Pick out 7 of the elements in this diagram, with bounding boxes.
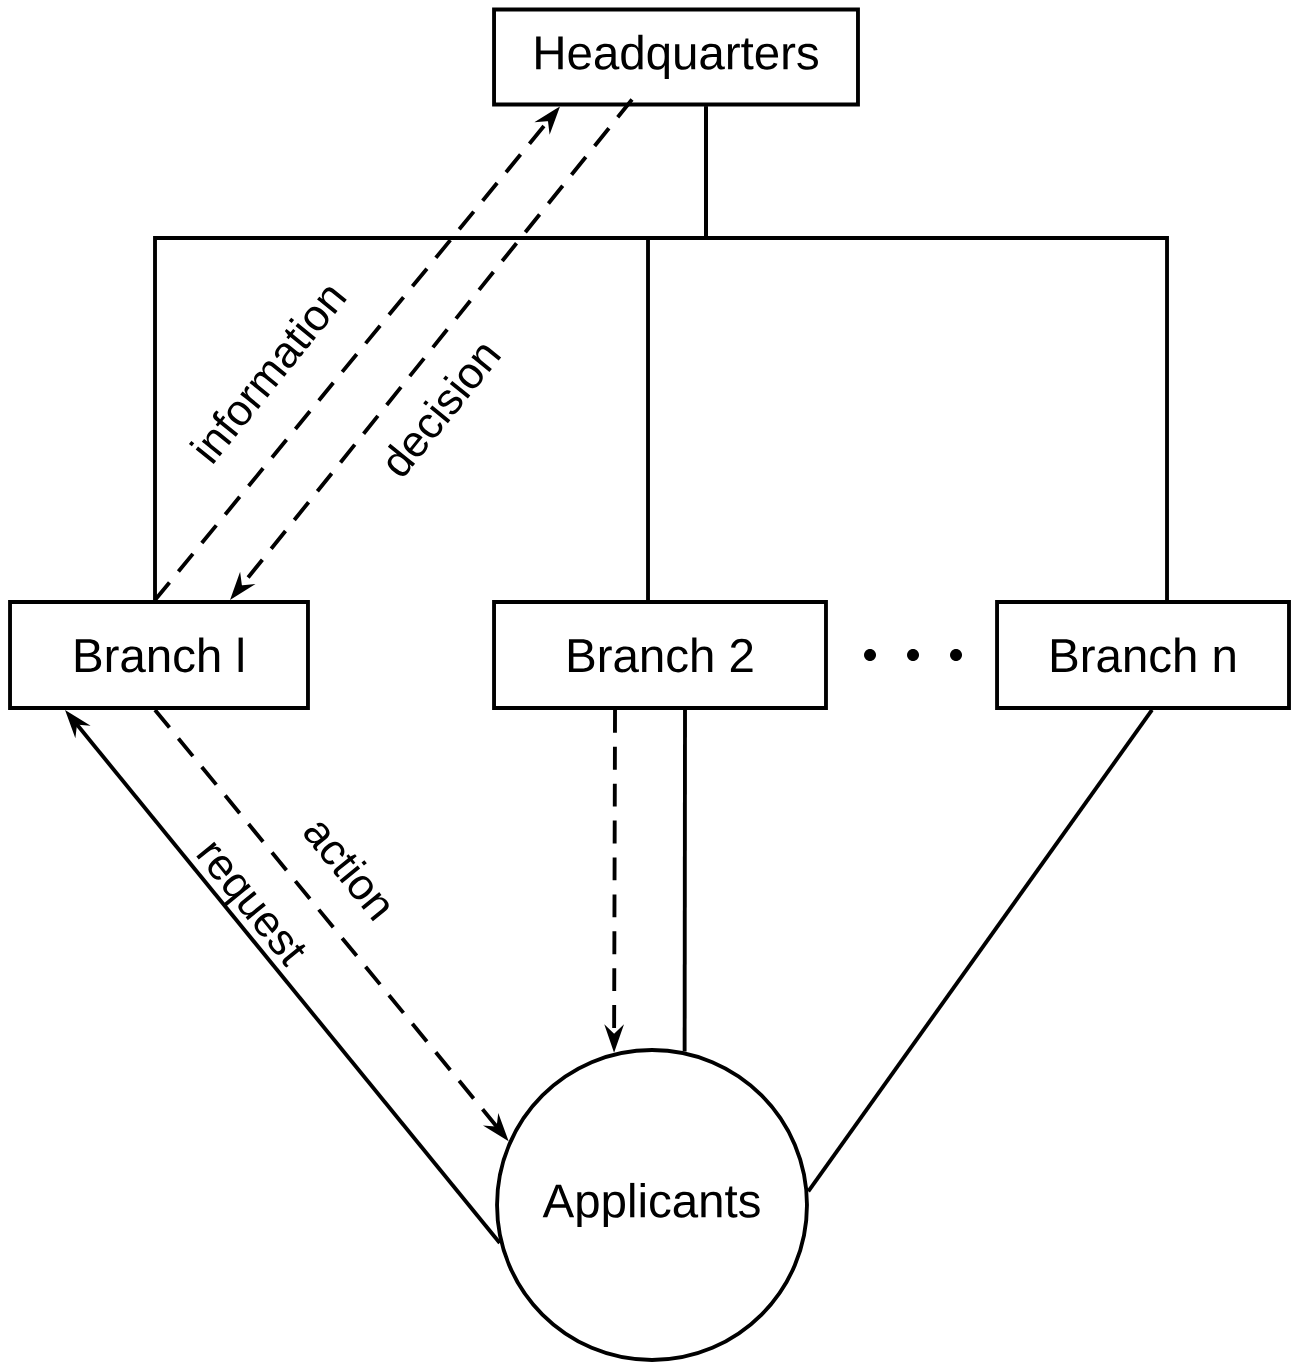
process-box: Branch n <box>995 600 1291 710</box>
process-box: Branch l <box>8 600 310 710</box>
process-box: Branch 2 <box>492 600 828 710</box>
connector-line <box>806 708 1154 1193</box>
connector-line <box>704 106 1169 601</box>
process-box: Headquarters <box>492 7 860 107</box>
connector-line <box>682 709 687 1052</box>
